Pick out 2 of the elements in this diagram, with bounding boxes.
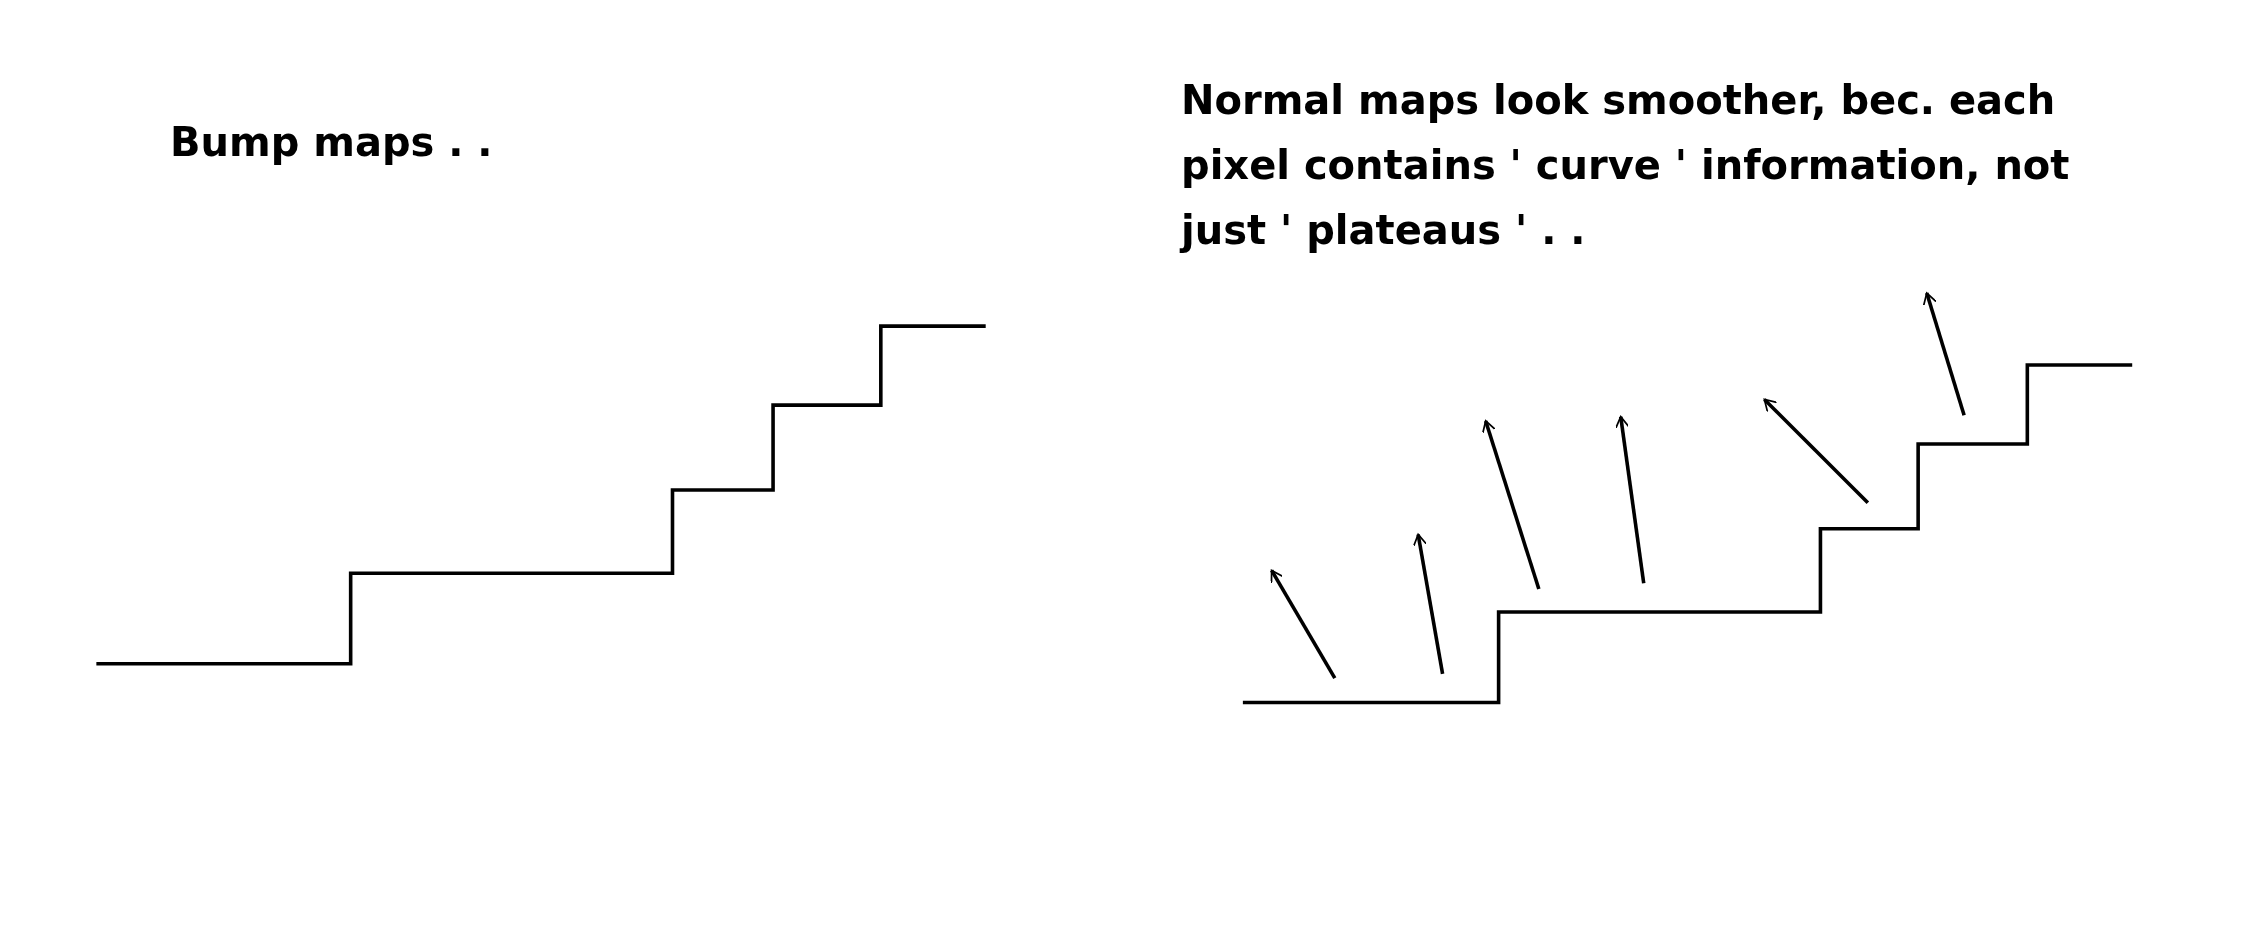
caption-text: Normal maps look smoother, bec. each pixel contains ' curve ' information, not just ' plateaus ' . . — [1181, 76, 2071, 255]
caption-text: Bump maps . . — [170, 118, 494, 167]
